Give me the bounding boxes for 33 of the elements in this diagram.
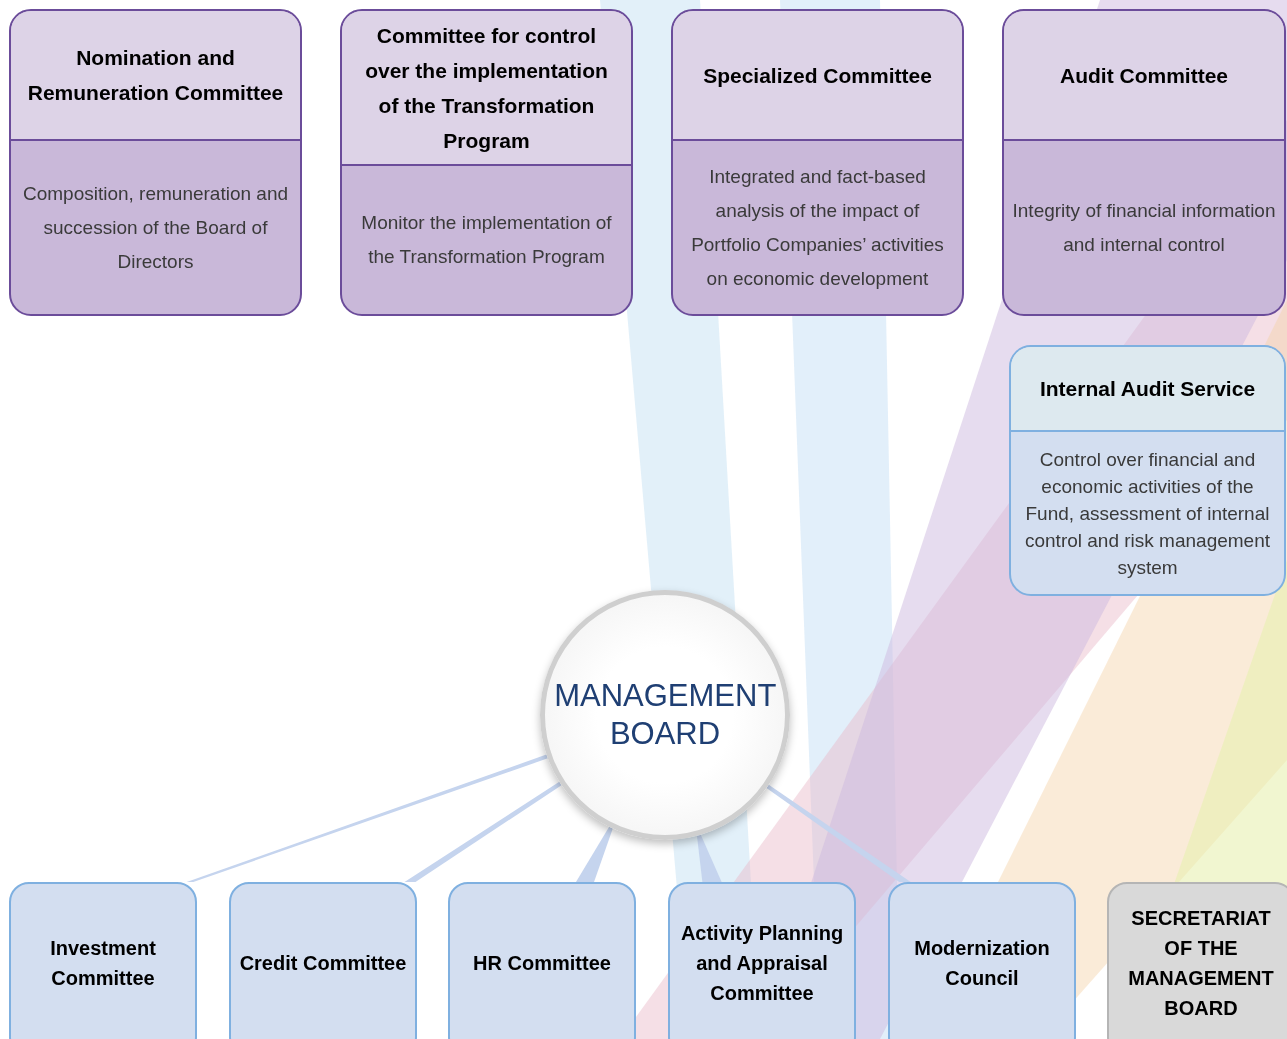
connector-wedge bbox=[186, 754, 548, 882]
connector-wedge bbox=[576, 826, 613, 882]
connector-wedge bbox=[766, 784, 911, 882]
committee-box bbox=[448, 882, 636, 1039]
committee-description: Control over financial and economic activities of the Fund, assessment of internal control and risk management system bbox=[1024, 447, 1271, 580]
committee-name: Investment Committee bbox=[49, 935, 157, 991]
committee-title: Internal Audit Service bbox=[1039, 376, 1256, 402]
committee-box bbox=[668, 882, 856, 1039]
committee-description: Integrated and fact-based analysis of the impact of Portfolio Companies’ activities on economic development bbox=[690, 164, 945, 291]
committee-card bbox=[1002, 9, 1286, 316]
committee-name: HR Committee bbox=[473, 950, 611, 976]
committee-card bbox=[1009, 345, 1286, 596]
committee-title: Nomination and Remuneration Committee bbox=[26, 45, 285, 106]
committee-description: Integrity of financial information and internal control bbox=[1012, 198, 1276, 257]
committee-box bbox=[1107, 882, 1287, 1039]
connector-wedge bbox=[696, 834, 722, 882]
connector-wedge bbox=[404, 781, 562, 882]
committee-name: SECRETARIAT OF THE MANAGEMENT BOARD bbox=[1127, 905, 1275, 1021]
committee-card bbox=[671, 9, 964, 316]
committee-box bbox=[888, 882, 1076, 1039]
committee-card bbox=[9, 9, 302, 316]
committee-box bbox=[9, 882, 197, 1039]
committee-card bbox=[340, 9, 633, 316]
committee-title: Audit Committee bbox=[1060, 62, 1228, 89]
committee-description: Monitor the implementation of the Transformation Program bbox=[360, 211, 613, 269]
committee-name: Activity Planning and Appraisal Committee bbox=[679, 920, 845, 1006]
committee-name: Credit Committee bbox=[239, 950, 407, 976]
committee-title: Specialized Committee bbox=[703, 62, 932, 89]
committee-box bbox=[229, 882, 417, 1039]
board-title: MANAGEMENT BOARD bbox=[553, 677, 778, 753]
committee-name: Modernization Council bbox=[913, 935, 1051, 991]
committee-title: Committee for control over the implementation of the Transformation Program bbox=[364, 22, 609, 154]
committee-description: Composition, remuneration and succession of the Board of Directors bbox=[21, 181, 290, 274]
